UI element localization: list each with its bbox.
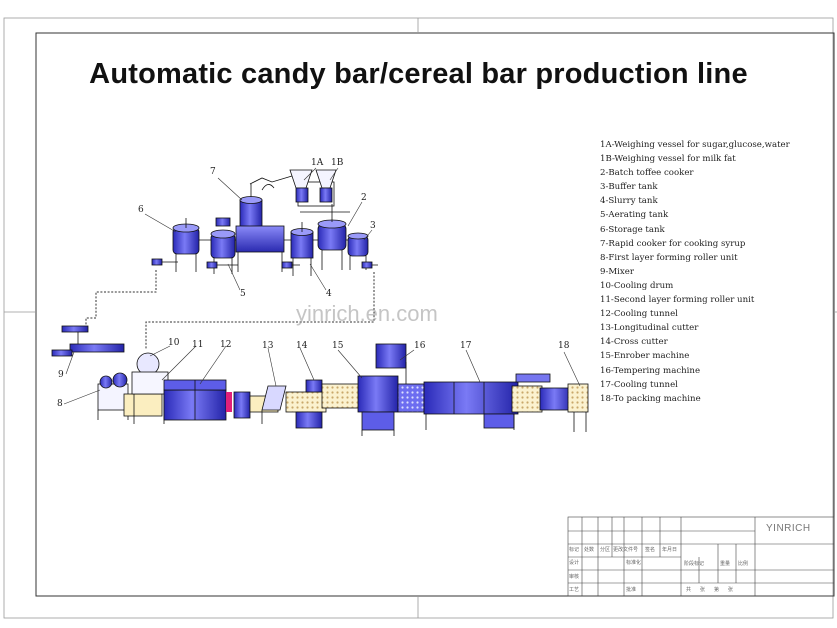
outer-border [3,17,834,619]
mixer-9 [51,325,125,357]
buffer-tank-3 [347,232,369,270]
toffee-cooker-2 [317,204,347,270]
tb-cell: 分区 [600,547,611,553]
callout-1a: 1A [311,158,324,168]
tb-cell: 签名 [645,547,656,553]
callout-12: 12 [220,340,232,350]
legend-item: 2-Batch toffee cooker [600,168,694,179]
legend-item: 14-Cross cutter [600,337,668,348]
callout-9: 9 [58,370,64,380]
legend-item: 4-Slurry tank [600,196,658,207]
tb-cell: 更改文件号 [613,547,639,553]
legend-item: 16-Tempering machine [600,365,701,376]
tb-cell: 张 [728,587,734,593]
legend-item: 7-Rapid cooker for cooking syrup [600,238,746,249]
legend-item: 5-Aerating tank [600,210,669,221]
tb-cell: 批准 [626,587,637,593]
tb-cell: 标准化 [626,560,642,566]
legend-item: 10-Cooling drum [600,280,674,291]
tb-cell: 年月日 [662,547,678,553]
tb-cell: 比例 [738,561,749,567]
tb-cell: 第 [714,587,720,593]
first-forming-roller-8 [97,372,163,420]
callout-16: 16 [414,341,426,351]
component-legend: 1A-Weighing vessel for sugar,glucose,wat… [600,138,790,406]
tb-cell: 张 [700,587,706,593]
tb-cell: 阶段标记 [684,561,705,567]
tb-cell: 标记 [569,547,580,553]
legend-item: 8-First layer forming roller unit [600,252,738,263]
legend-item: 18-To packing machine [600,393,701,404]
storage-tank-6 [172,218,200,272]
slurry-tank-4 [290,222,314,276]
tb-cell: 设计 [569,560,580,566]
longitudinal-cutter-13 [261,385,287,424]
callout-17: 17 [460,341,472,351]
callout-leaders [63,167,581,405]
forming-line [51,325,589,436]
tb-cell: 共 [686,587,692,593]
callout-13: 13 [262,341,274,351]
tb-cell: 处数 [584,547,595,553]
legend-item: 15-Enrober machine [600,351,690,362]
callout-3: 3 [370,221,376,231]
watermark: yinrich.en.com [296,301,438,326]
legend-item: 12-Cooling tunnel [600,309,678,320]
callout-15: 15 [332,341,344,351]
cooling-tunnel-12 [163,379,251,421]
inner-border [35,32,835,597]
tb-cell: 审核 [569,574,580,580]
legend-item: 17-Cooling tunnel [600,379,678,390]
legend-item: 11-Second layer forming roller unit [600,295,755,306]
callout-4: 4 [326,289,332,299]
cooling-tunnel-17 [423,381,519,430]
packing-feed-18 [511,373,589,432]
callout-8: 8 [57,399,63,409]
callout-5: 5 [240,289,246,299]
diagram-title: Automatic candy bar/cereal bar productio… [89,58,748,90]
pumps [151,258,373,269]
callout-10: 10 [168,338,180,348]
title-block [567,516,835,597]
legend-item: 1B-Weighing vessel for milk fat [600,154,736,165]
legend-item: 6-Storage tank [600,224,665,235]
callout-2: 2 [361,193,367,203]
transfer-pipes [85,270,375,350]
rapid-cooker-7 [235,184,285,272]
callout-1b: 1B [331,158,344,168]
callout-18: 18 [558,341,570,351]
callout-11: 11 [192,340,204,350]
tb-cell: 重量 [720,561,731,567]
cross-cutter-14 [285,379,327,429]
aerating-tank-5 [210,217,236,274]
callout-14: 14 [296,341,308,351]
callout-6: 6 [138,205,144,215]
legend-item: 13-Longitudinal cutter [600,323,699,334]
tb-cell: 工艺 [569,587,580,593]
weighing-vessels-1a-1b [289,169,337,207]
legend-item: 9-Mixer [600,266,634,277]
enrober-15 [357,375,399,436]
title-block-brand: YINRICH [766,523,811,534]
legend-item: 1A-Weighing vessel for sugar,glucose,wat… [600,140,790,150]
cooking-section [151,169,378,276]
tempering-16 [375,343,407,388]
callout-7: 7 [210,167,216,177]
legend-item: 3-Buffer tank [600,182,658,193]
